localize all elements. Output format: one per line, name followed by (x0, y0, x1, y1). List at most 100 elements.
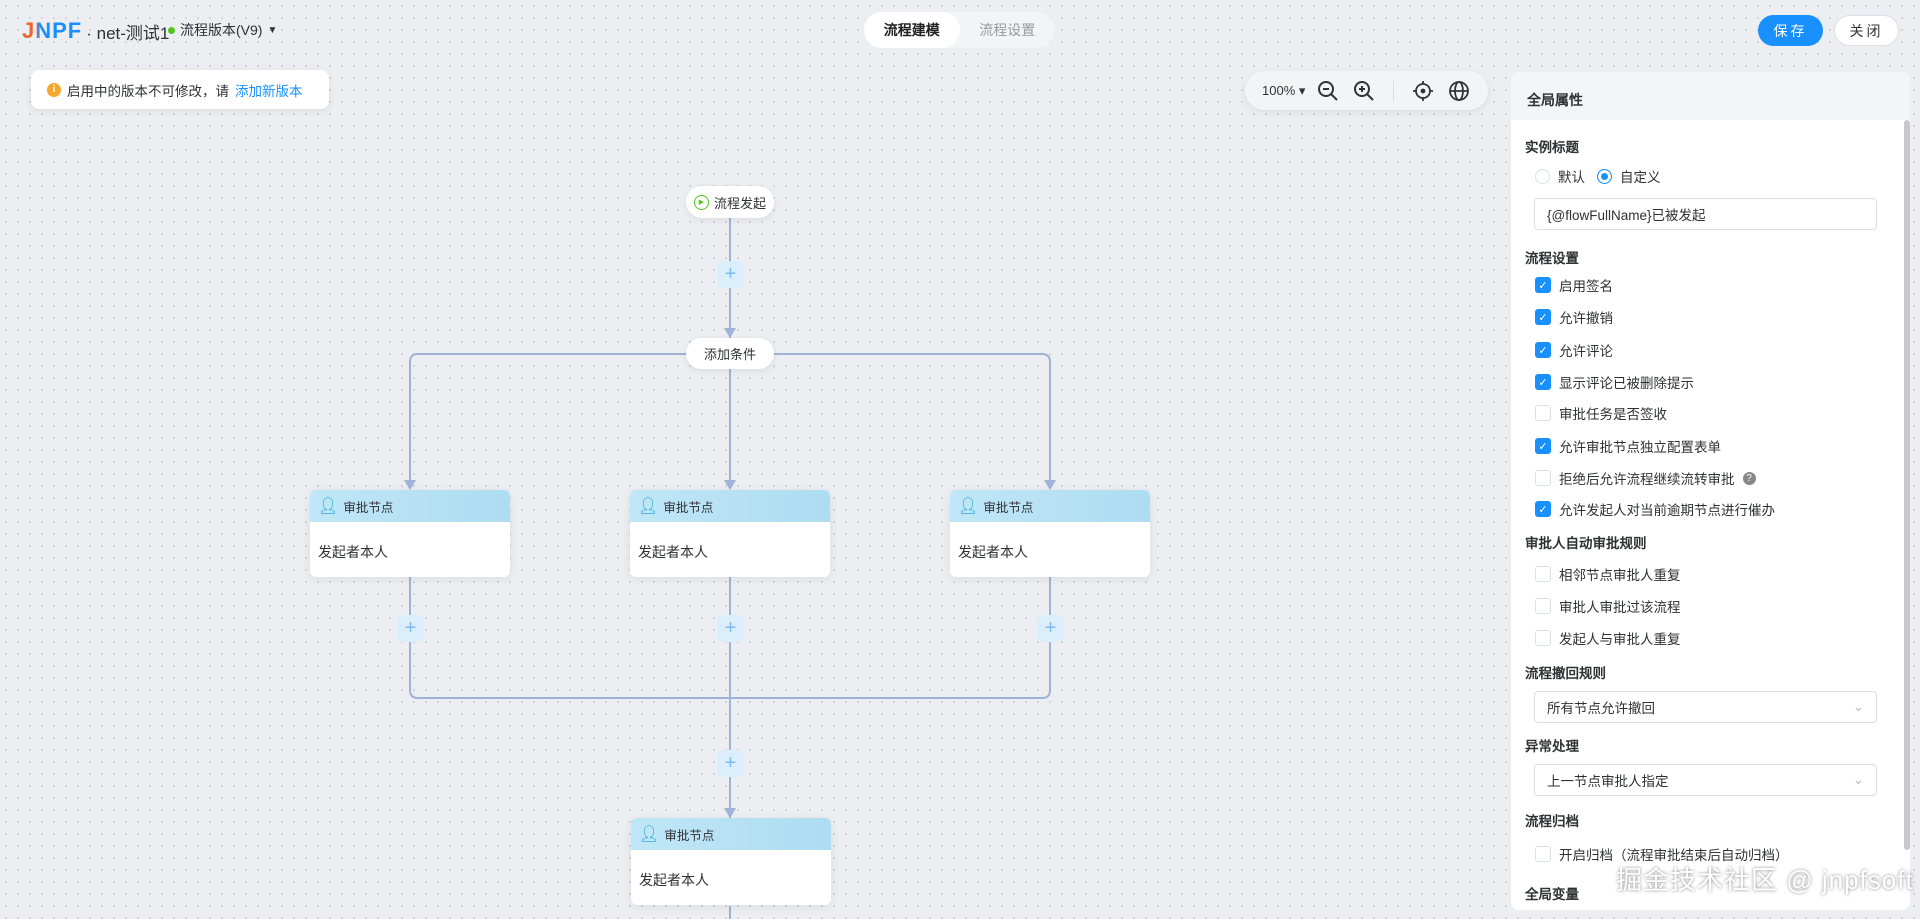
save-button[interactable]: 保存 (1758, 15, 1823, 46)
checkbox-initiator-repeat[interactable]: 发起人与审批人重复 (1535, 628, 1681, 648)
add-node-button[interactable]: + (717, 261, 744, 288)
checkbox-deleted-comment-hint[interactable]: ✓ 显示评论已被删除提示 (1535, 372, 1694, 392)
approval-node[interactable]: 👤︎ 审批节点发起者本人 (631, 818, 831, 905)
checkbox-label: 开启归档（流程审批结束后自动归档） (1559, 848, 1789, 863)
info-icon: i (47, 82, 61, 97)
zoom-in-icon[interactable] (1351, 78, 1377, 104)
checkbox-label: 允许评论 (1559, 344, 1613, 359)
checkbox-node-form[interactable]: ✓允许审批节点独立配置表单 (1535, 436, 1721, 456)
add-version-link[interactable]: 添加新版本 (235, 83, 303, 99)
close-button[interactable]: 关闭 (1834, 15, 1899, 46)
add-node-button[interactable]: + (717, 615, 744, 642)
checkbox-icon (1535, 598, 1551, 614)
approval-node[interactable]: 👤︎ 审批节点发起者本人 (950, 490, 1150, 577)
instance-title-input[interactable]: {@flowFullName}已被发起 (1534, 198, 1877, 230)
checkbox-label: 拒绝后允许流程继续流转审批 (1559, 472, 1735, 487)
caret-down-icon: ▼ (267, 24, 278, 36)
divider (1393, 80, 1395, 101)
checkbox-label: 允许发起人对当前逾期节点进行催办 (1559, 503, 1775, 518)
section-archive: 流程归档 (1525, 814, 1579, 829)
radio-custom[interactable]: 自定义 (1597, 166, 1661, 186)
revoke-rule-select[interactable]: 所有节点允许撤回 ⌄ (1534, 691, 1877, 723)
status-dot-icon (168, 26, 175, 34)
checkbox-checked-icon: ✓ (1535, 374, 1551, 390)
input-value: {@flowFullName}已被发起 (1547, 208, 1706, 223)
checkbox-icon (1535, 630, 1551, 646)
start-node[interactable]: ▶流程发起 (686, 186, 774, 218)
checkbox-task-sign[interactable]: 审批任务是否签收 (1535, 403, 1667, 423)
radio-label: 自定义 (1620, 170, 1661, 185)
checkbox-allow-revoke[interactable]: ✓ 允许撤销 (1535, 307, 1613, 327)
checkbox-checked-icon: ✓ (1535, 277, 1551, 293)
start-label: 流程发起 (713, 195, 766, 211)
version-label: 流程版本(V9) (180, 22, 263, 38)
approval-node[interactable]: 👤︎ 审批节点发起者本人 (310, 490, 510, 577)
checkbox-label: 允许审批节点独立配置表单 (1559, 440, 1721, 455)
user-icon: 👤︎ (638, 498, 659, 515)
section-flow-settings: 流程设置 (1525, 251, 1579, 266)
play-icon: ▶ (693, 194, 709, 210)
logo-mark: JNPF (22, 18, 83, 43)
readonly-notice: i 启用中的版本不可修改，请添加新版本 (31, 70, 329, 109)
approval-node[interactable]: 👤︎审批节点发起者本人 (630, 490, 830, 577)
watermark: 掘金技术社区 @ jnpfsoft (1616, 865, 1914, 895)
panel-scrollbar[interactable] (1904, 120, 1910, 850)
user-icon: 👤︎ (958, 498, 979, 515)
node-title: 审批节点 (343, 500, 394, 515)
checkbox-label: 审批任务是否签收 (1559, 407, 1667, 422)
checkbox-allow-comment[interactable]: ✓允许评论 (1535, 340, 1613, 360)
help-icon[interactable]: ? (1742, 471, 1756, 485)
radio-checked-icon (1597, 168, 1612, 184)
zoom-out-icon[interactable] (1315, 78, 1341, 104)
checkbox-icon (1535, 470, 1551, 486)
tab-flow-settings[interactable]: 流程设置 (979, 22, 1036, 38)
checkbox-icon (1535, 846, 1551, 862)
tab-flow-model[interactable]: 流程建模 (864, 12, 960, 48)
node-title: 审批节点 (664, 828, 715, 843)
checkbox-signature[interactable]: ✓启用签名 (1535, 275, 1613, 295)
zoom-level-dropdown[interactable]: 100% ▾ (1262, 82, 1306, 98)
condition-label: 添加条件 (703, 347, 756, 362)
checkbox-approved-before[interactable]: 审批人审批过该流程 (1535, 596, 1681, 616)
node-body: 发起者本人 (639, 872, 709, 888)
add-condition-button[interactable]: 添加条件 (686, 338, 774, 369)
notice-text: 启用中的版本不可修改，请 (67, 83, 229, 99)
chevron-down-icon: ⌄ (1852, 772, 1864, 787)
user-icon: 👤︎ (318, 498, 339, 515)
checkbox-label: 允许撤销 (1559, 311, 1613, 326)
add-node-button[interactable]: + (717, 750, 744, 777)
node-body: 发起者本人 (638, 544, 708, 560)
panel-title: 全局属性 (1511, 72, 1910, 120)
node-body: 发起者本人 (958, 544, 1028, 560)
user-icon: 👤︎ (639, 826, 660, 843)
add-node-button[interactable]: + (1037, 615, 1064, 642)
radio-default[interactable]: 默认 (1535, 166, 1585, 186)
checkbox-adjacent-repeat[interactable]: 相邻节点审批人重复 (1535, 564, 1681, 584)
checkbox-label: 相邻节点审批人重复 (1559, 568, 1681, 583)
locate-icon[interactable] (1410, 78, 1436, 104)
section-instance-title: 实例标题 (1525, 140, 1579, 155)
select-value: 上一节点审批人指定 (1547, 774, 1669, 789)
radio-label: 默认 (1558, 170, 1585, 185)
checkbox-icon (1535, 405, 1551, 421)
flow-connectors (404, 218, 1056, 919)
checkbox-continue-after-reject[interactable]: 拒绝后允许流程继续流转审批? (1535, 468, 1756, 488)
version-dropdown[interactable]: 流程版本(V9) ▼ (168, 20, 277, 40)
checkbox-label: 发起人与审批人重复 (1559, 632, 1681, 647)
zoom-level: 100% (1262, 82, 1296, 98)
checkbox-checked-icon: ✓ (1535, 309, 1551, 325)
node-body: 发起者本人 (318, 544, 388, 560)
select-value: 所有节点允许撤回 (1547, 701, 1655, 716)
checkbox-label: 审批人审批过该流程 (1559, 600, 1681, 615)
checkbox-icon (1535, 566, 1551, 582)
exception-select[interactable]: 上一节点审批人指定 ⌄ (1534, 764, 1877, 796)
node-title: 审批节点 (983, 500, 1034, 515)
chevron-down-icon: ⌄ (1852, 699, 1864, 714)
add-node-button[interactable]: + (397, 615, 424, 642)
section-global-vars: 全局变量 (1525, 887, 1579, 902)
checkbox-archive[interactable]: 开启归档（流程审批结束后自动归档） (1535, 844, 1789, 864)
checkbox-label: 显示评论已被删除提示 (1559, 376, 1694, 391)
section-revoke-rule: 流程撤回规则 (1525, 666, 1606, 681)
globe-icon[interactable] (1446, 78, 1472, 104)
checkbox-urge-overdue[interactable]: ✓允许发起人对当前逾期节点进行催办 (1535, 499, 1775, 519)
